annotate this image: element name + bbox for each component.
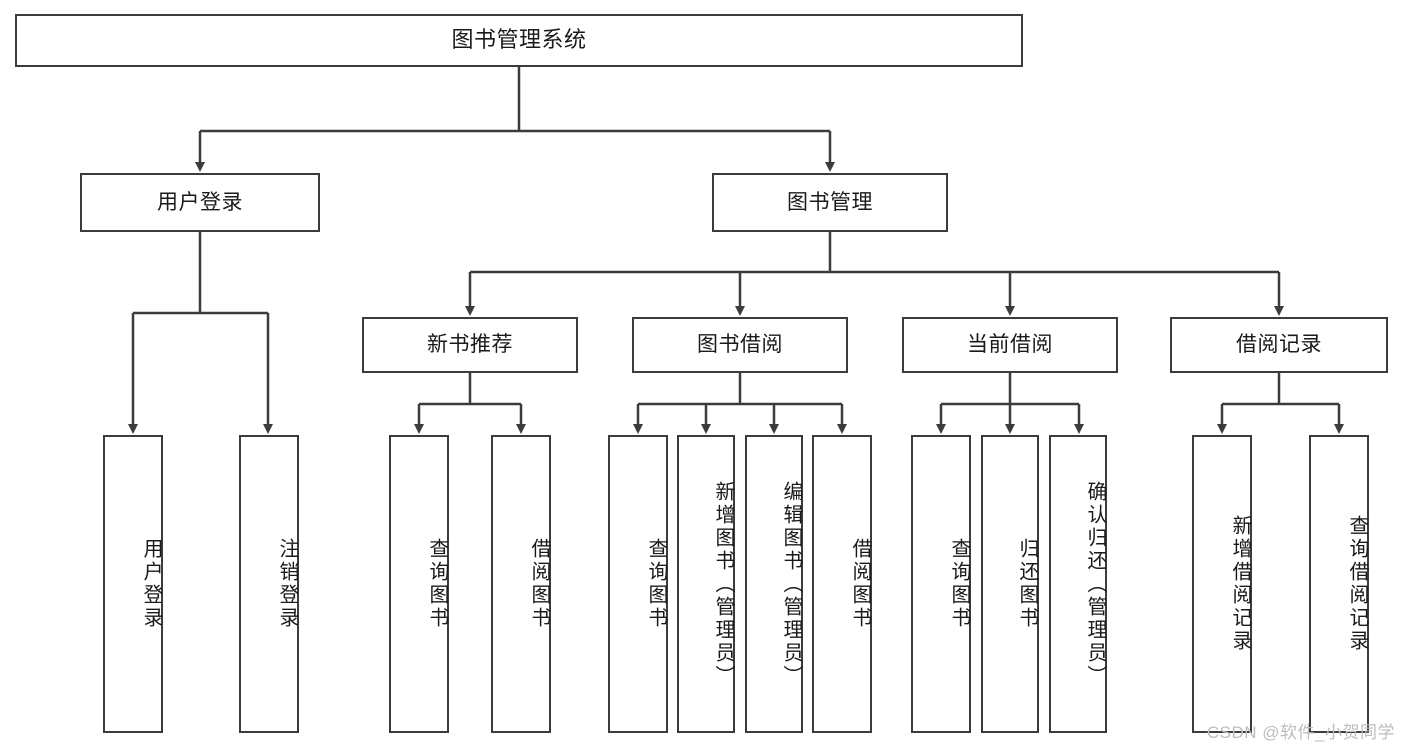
node-new-book-recommend-label: 新书推荐 — [427, 333, 513, 357]
node-leaf-add-record-label: 新增借阅记录 — [1229, 515, 1251, 653]
node-leaf-edit-book-label: 编辑图书（管理员） — [780, 480, 802, 688]
node-leaf-add-book[interactable]: 新增图书（管理员） — [677, 435, 735, 733]
node-current-borrow-label: 当前借阅 — [967, 333, 1053, 357]
node-leaf-user-logout-label: 注销登录 — [276, 538, 298, 630]
node-leaf-query-record[interactable]: 查询借阅记录 — [1309, 435, 1369, 733]
node-leaf-query-book-2[interactable]: 查询图书 — [608, 435, 668, 733]
node-leaf-query-book-1[interactable]: 查询图书 — [389, 435, 449, 733]
node-leaf-query-book-3-label: 查询图书 — [948, 538, 970, 630]
node-root[interactable]: 图书管理系统 — [15, 14, 1023, 67]
node-leaf-return-book[interactable]: 归还图书 — [981, 435, 1039, 733]
node-leaf-confirm-return-label: 确认归还（管理员） — [1084, 480, 1106, 688]
node-current-borrow[interactable]: 当前借阅 — [902, 317, 1118, 373]
node-leaf-query-book-2-label: 查询图书 — [645, 538, 667, 630]
node-leaf-borrow-book-1-label: 借阅图书 — [528, 538, 550, 630]
node-borrow-record[interactable]: 借阅记录 — [1170, 317, 1388, 373]
node-leaf-add-book-label: 新增图书（管理员） — [712, 480, 734, 688]
node-new-book-recommend[interactable]: 新书推荐 — [362, 317, 578, 373]
watermark: CSDN @软件_小贺同学 — [1206, 723, 1395, 742]
node-leaf-confirm-return[interactable]: 确认归还（管理员） — [1049, 435, 1107, 733]
node-leaf-add-record[interactable]: 新增借阅记录 — [1192, 435, 1252, 733]
node-leaf-edit-book[interactable]: 编辑图书（管理员） — [745, 435, 803, 733]
node-leaf-query-book-1-label: 查询图书 — [426, 538, 448, 630]
node-book-borrow[interactable]: 图书借阅 — [632, 317, 848, 373]
node-user-login-label: 用户登录 — [157, 190, 243, 214]
node-leaf-user-login-label: 用户登录 — [140, 538, 162, 630]
node-user-login[interactable]: 用户登录 — [80, 173, 320, 232]
node-borrow-record-label: 借阅记录 — [1236, 333, 1322, 357]
node-book-borrow-label: 图书借阅 — [697, 333, 783, 357]
node-leaf-query-book-3[interactable]: 查询图书 — [911, 435, 971, 733]
node-leaf-query-record-label: 查询借阅记录 — [1346, 515, 1368, 653]
node-leaf-borrow-book-2[interactable]: 借阅图书 — [812, 435, 872, 733]
node-book-management-label: 图书管理 — [787, 190, 873, 214]
node-root-label: 图书管理系统 — [451, 27, 587, 53]
node-leaf-user-login[interactable]: 用户登录 — [103, 435, 163, 733]
node-leaf-borrow-book-1[interactable]: 借阅图书 — [491, 435, 551, 733]
node-leaf-return-book-label: 归还图书 — [1016, 538, 1038, 630]
node-leaf-borrow-book-2-label: 借阅图书 — [849, 538, 871, 630]
node-leaf-user-logout[interactable]: 注销登录 — [239, 435, 299, 733]
node-book-management[interactable]: 图书管理 — [712, 173, 948, 232]
